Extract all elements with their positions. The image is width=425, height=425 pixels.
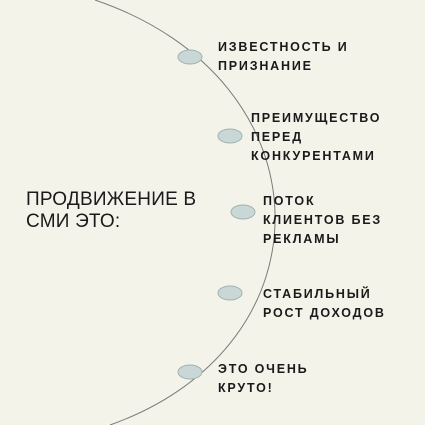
title-line: ПРОДВИЖЕНИЕ В [26, 189, 197, 210]
item-advantage: ПРЕИМУЩЕСТВО ПЕРЕД КОНКУРЕНТАМИ [251, 109, 381, 166]
item-line: КЛИЕНТОВ БЕЗ [263, 213, 383, 227]
item-line: РОСТ ДОХОДОВ [263, 306, 386, 320]
item-clients: ПОТОК КЛИЕНТОВ БЕЗ РЕКЛАМЫ [263, 192, 382, 249]
bullet-dot-5 [177, 364, 203, 380]
bullet-dot-2 [217, 128, 243, 144]
diagram-title: ПРОДВИЖЕНИЕ В СМИ ЭТО: [26, 189, 196, 233]
item-growth: СТАБИЛЬНЫЙ РОСТ ДОХОДОВ [263, 285, 386, 323]
item-line: ПРЕИМУЩЕСТВО [251, 111, 382, 125]
item-cool: ЭТО ОЧЕНЬ КРУТО! [218, 360, 308, 398]
bullet-dot-1 [177, 49, 203, 65]
item-line: РЕКЛАМЫ [263, 232, 341, 246]
item-line: КРУТО! [218, 381, 274, 395]
item-line: ИЗВЕСТНОСТЬ И [218, 40, 349, 54]
item-line: СТАБИЛЬНЫЙ [263, 287, 372, 301]
item-line: ПЕРЕД [251, 130, 303, 144]
item-line: ЭТО ОЧЕНЬ [218, 362, 309, 376]
bullet-dot-3 [230, 204, 256, 220]
item-line: КОНКУРЕНТАМИ [251, 149, 376, 163]
item-fame: ИЗВЕСТНОСТЬ И ПРИЗНАНИЕ [218, 38, 348, 76]
item-line: ПРИЗНАНИЕ [218, 59, 313, 73]
arc-curve [94, 0, 276, 425]
title-line: СМИ ЭТО: [26, 211, 121, 232]
item-line: ПОТОК [263, 194, 316, 208]
bullet-dot-4 [217, 285, 243, 301]
